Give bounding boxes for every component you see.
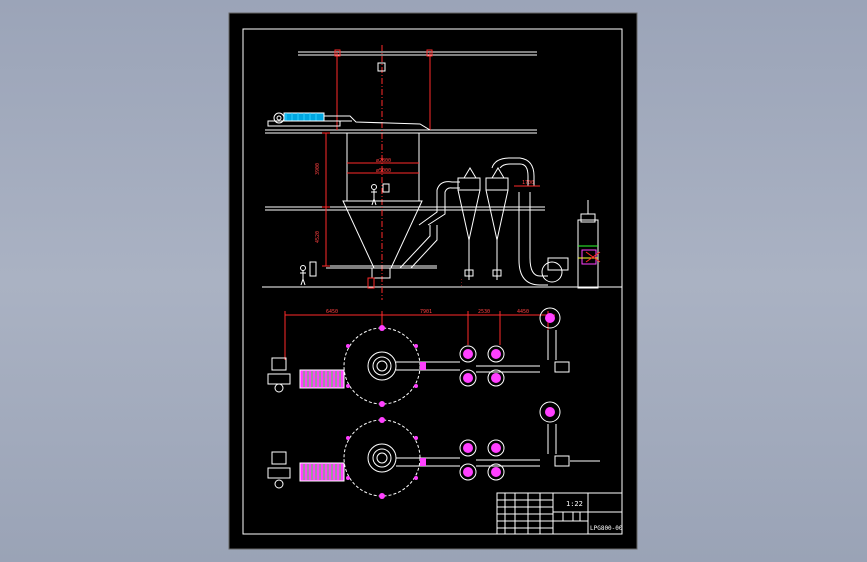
height-dimensions: 3900 4520 bbox=[315, 132, 330, 267]
dimension-dia-1: ø2800 bbox=[376, 158, 391, 164]
title-block: 1:22 LPG800-00 bbox=[496, 492, 623, 535]
title-scale: 1:22 bbox=[566, 500, 583, 508]
drawing-border bbox=[242, 28, 623, 535]
elevation-view: ø2800 ø5000 3900 4520 bbox=[262, 45, 622, 300]
plan-view-2 bbox=[267, 401, 600, 499]
dimension-plan-4: 4450 bbox=[517, 309, 529, 315]
dimension-plan-3: 2530 bbox=[478, 309, 490, 315]
feed-conveyor bbox=[267, 112, 431, 131]
outlet-duct bbox=[399, 181, 460, 269]
dimension-plan-2: 7901 bbox=[420, 309, 432, 315]
dimension-height-lower: 4520 bbox=[315, 231, 321, 243]
dimension-height-upper: 3900 bbox=[315, 163, 321, 175]
scrubber-tower bbox=[577, 200, 601, 289]
scale-figure-2 bbox=[300, 265, 306, 286]
return-duct bbox=[518, 192, 569, 286]
dimension-cyclone-side: 1700 bbox=[522, 180, 534, 186]
drying-chamber: ø2800 ø5000 bbox=[326, 132, 437, 289]
hanger-block bbox=[377, 62, 386, 72]
scale-figure-1 bbox=[371, 184, 377, 206]
drawing-number: LPG800-00 bbox=[590, 525, 623, 532]
dimension-plan-1: 6450 bbox=[326, 309, 338, 315]
plan-view-1: 6450 7901 2530 4450 bbox=[267, 307, 570, 407]
svg-text:...: ... bbox=[458, 278, 464, 287]
cyclone-pair: 1700 ... bbox=[457, 157, 540, 287]
dimension-dia-2: ø5000 bbox=[376, 168, 391, 174]
